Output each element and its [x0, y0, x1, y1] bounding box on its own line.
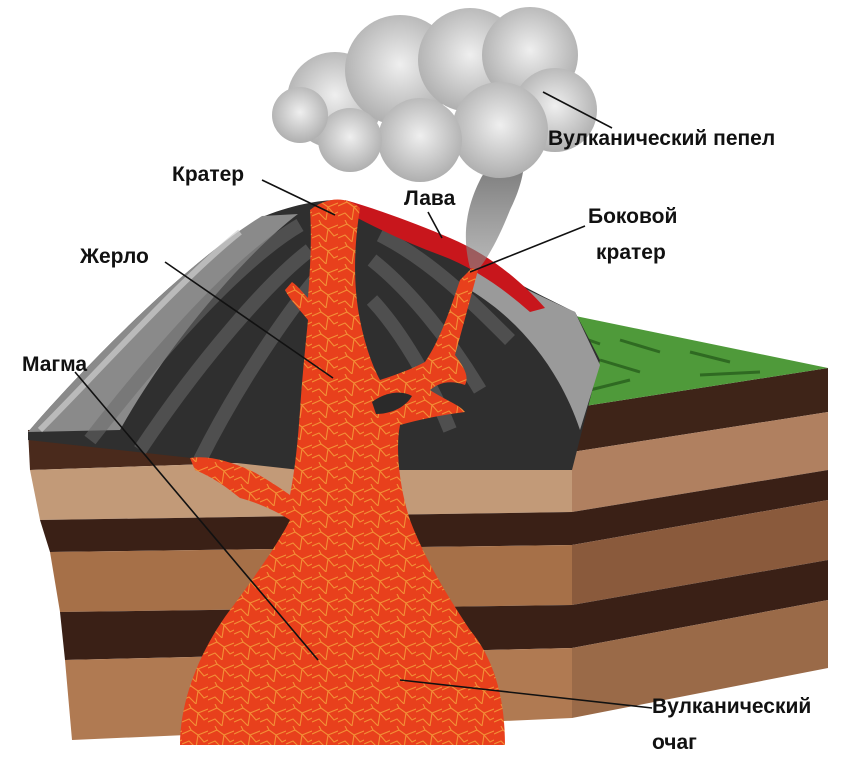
leader-side-crater — [469, 225, 586, 273]
label-magma: Магма — [22, 353, 88, 376]
magma-conduit — [180, 199, 505, 745]
label-lava: Лава — [404, 187, 456, 210]
label-volcanic-ash: Вулканический пепел — [548, 127, 776, 150]
label-vent: Жерло — [80, 245, 149, 268]
label-crater: Кратер — [172, 163, 245, 186]
leader-magma — [74, 371, 319, 661]
leader-crater — [261, 179, 336, 216]
label-volcanic-chamber-line2: очаг — [652, 731, 697, 754]
leader-lava — [427, 211, 443, 239]
lava-flow — [345, 200, 545, 312]
ash-cloud — [272, 7, 597, 182]
label-side-crater-line2: кратер — [596, 241, 666, 264]
label-side-crater-line1: Боковой — [588, 205, 678, 228]
label-volcanic-chamber-line1: Вулканический — [652, 695, 812, 718]
leader-chamber — [399, 679, 653, 709]
rock-pocket — [372, 392, 412, 414]
leader-ash — [542, 91, 613, 129]
leader-vent — [164, 261, 334, 379]
ground-block-right-face — [572, 368, 828, 718]
leader-lines — [74, 91, 653, 709]
